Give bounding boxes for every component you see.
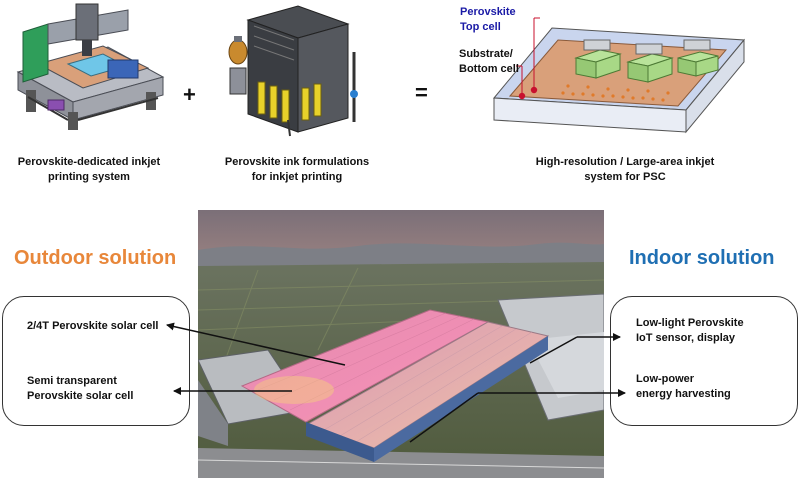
arrow-indoor-bottom [409,392,479,443]
greenhouse-aerial-photo [198,210,604,478]
outdoor-solution-box [2,296,190,426]
ink-formulation-illustration [228,5,358,137]
outdoor-item-2-4t-psc: 2/4T Perovskite solar cell [27,320,159,332]
outdoor-solution-title: Outdoor solution [14,247,177,269]
plus-sign: + [183,82,196,107]
psc-top-cell-label: Perovskite Top cell [460,6,516,33]
ink-formulation-caption: Perovskite ink formulations for inkjet p… [224,156,370,183]
psc-device-illustration [492,17,746,134]
indoor-solution-title: Indoor solution [629,247,775,269]
inkjet-printing-system-illustration [16,3,165,130]
indoor-item-low-light-psc: Low-light Perovskite IoT sensor, display [636,317,744,344]
indoor-solution-box [610,296,798,426]
psc-system-caption: High-resolution / Large-area inkjet syst… [535,156,715,183]
psc-bottom-cell-label: Substrate/ Bottom cell [459,48,519,75]
inkjet-system-caption: Perovskite-dedicated inkjet printing sys… [17,156,161,183]
arrow-outdoor-top [166,322,346,366]
arrow-indoor-top [529,336,578,364]
outdoor-item-semi-transparent-psc: Semi transparent Perovskite solar cell [27,375,134,402]
equals-sign: = [415,80,428,105]
indoor-item-low-power-harvesting: Low-power energy harvesting [636,373,731,400]
